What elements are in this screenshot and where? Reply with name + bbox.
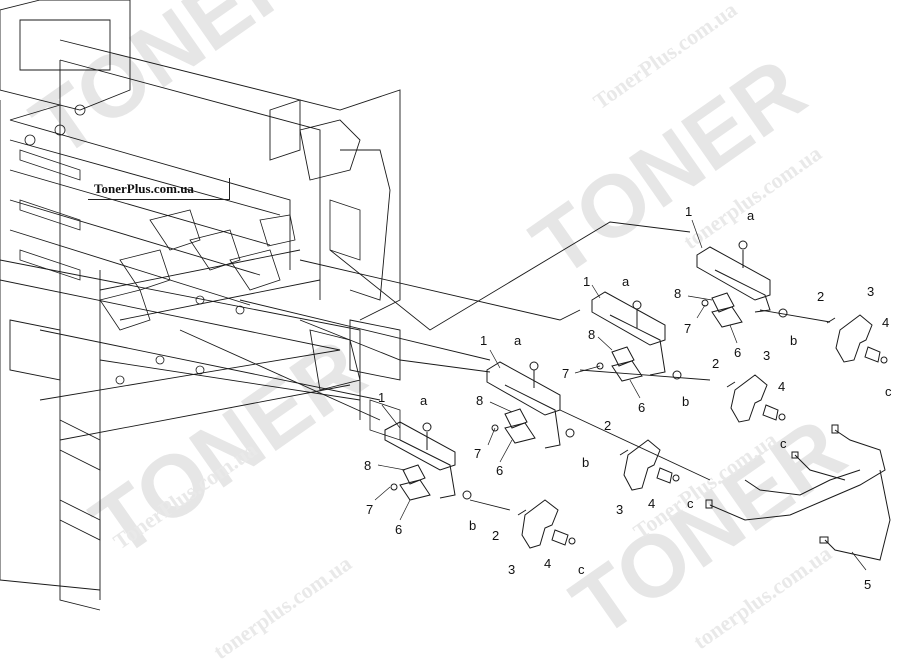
callout-2: 2	[817, 289, 824, 304]
callout-a: a	[420, 393, 428, 408]
callout-a: a	[622, 274, 630, 289]
callout-7: 7	[366, 502, 373, 517]
callout-4: 4	[882, 315, 889, 330]
callout-2: 2	[712, 356, 719, 371]
printer-internal-details	[19, 104, 401, 441]
callout-2: 2	[492, 528, 499, 543]
callout-3: 3	[508, 562, 515, 577]
callout-2: 2	[604, 418, 611, 433]
callout-6: 6	[638, 400, 645, 415]
callout-7: 7	[474, 446, 481, 461]
leader-lines	[99, 221, 831, 511]
callout-8: 8	[364, 458, 371, 473]
callout-6: 6	[496, 463, 503, 478]
callout-c: c	[885, 384, 892, 399]
callout-4: 4	[544, 556, 551, 571]
assembly-group-3	[591, 291, 786, 423]
callout-6: 6	[734, 345, 741, 360]
callout-a: a	[514, 333, 522, 348]
callout-a: a	[747, 208, 755, 223]
printer-main-frame	[0, 0, 401, 611]
assembly-group-rear	[696, 240, 888, 364]
callout-3: 3	[867, 284, 874, 299]
callout-1: 1	[378, 390, 385, 405]
callout-1: 1	[480, 333, 487, 348]
callout-8: 8	[588, 327, 595, 342]
callout-b: b	[469, 518, 476, 533]
callout-c: c	[578, 562, 585, 577]
callout-1: 1	[685, 204, 692, 219]
callout-b: b	[790, 333, 797, 348]
callout-c: c	[780, 436, 787, 451]
callout-8: 8	[476, 393, 483, 408]
callout-4: 4	[778, 379, 785, 394]
callout-3: 3	[616, 502, 623, 517]
callout-7: 7	[562, 366, 569, 381]
callout-7: 7	[684, 321, 691, 336]
callout-b: b	[682, 394, 689, 409]
callout-3: 3	[763, 348, 770, 363]
callout-1: 1	[583, 274, 590, 289]
callout-leaders	[374, 219, 867, 571]
callout-8: 8	[674, 286, 681, 301]
assembly-group-front	[384, 421, 576, 549]
callout-b: b	[582, 455, 589, 470]
site-label: TonerPlus.com.ua	[88, 178, 230, 200]
callout-6: 6	[395, 522, 402, 537]
callout-5: 5	[864, 577, 871, 592]
callout-4: 4	[648, 496, 655, 511]
assembly-group-2	[486, 361, 680, 491]
wire-harness	[705, 424, 891, 561]
callout-c: c	[687, 496, 694, 511]
